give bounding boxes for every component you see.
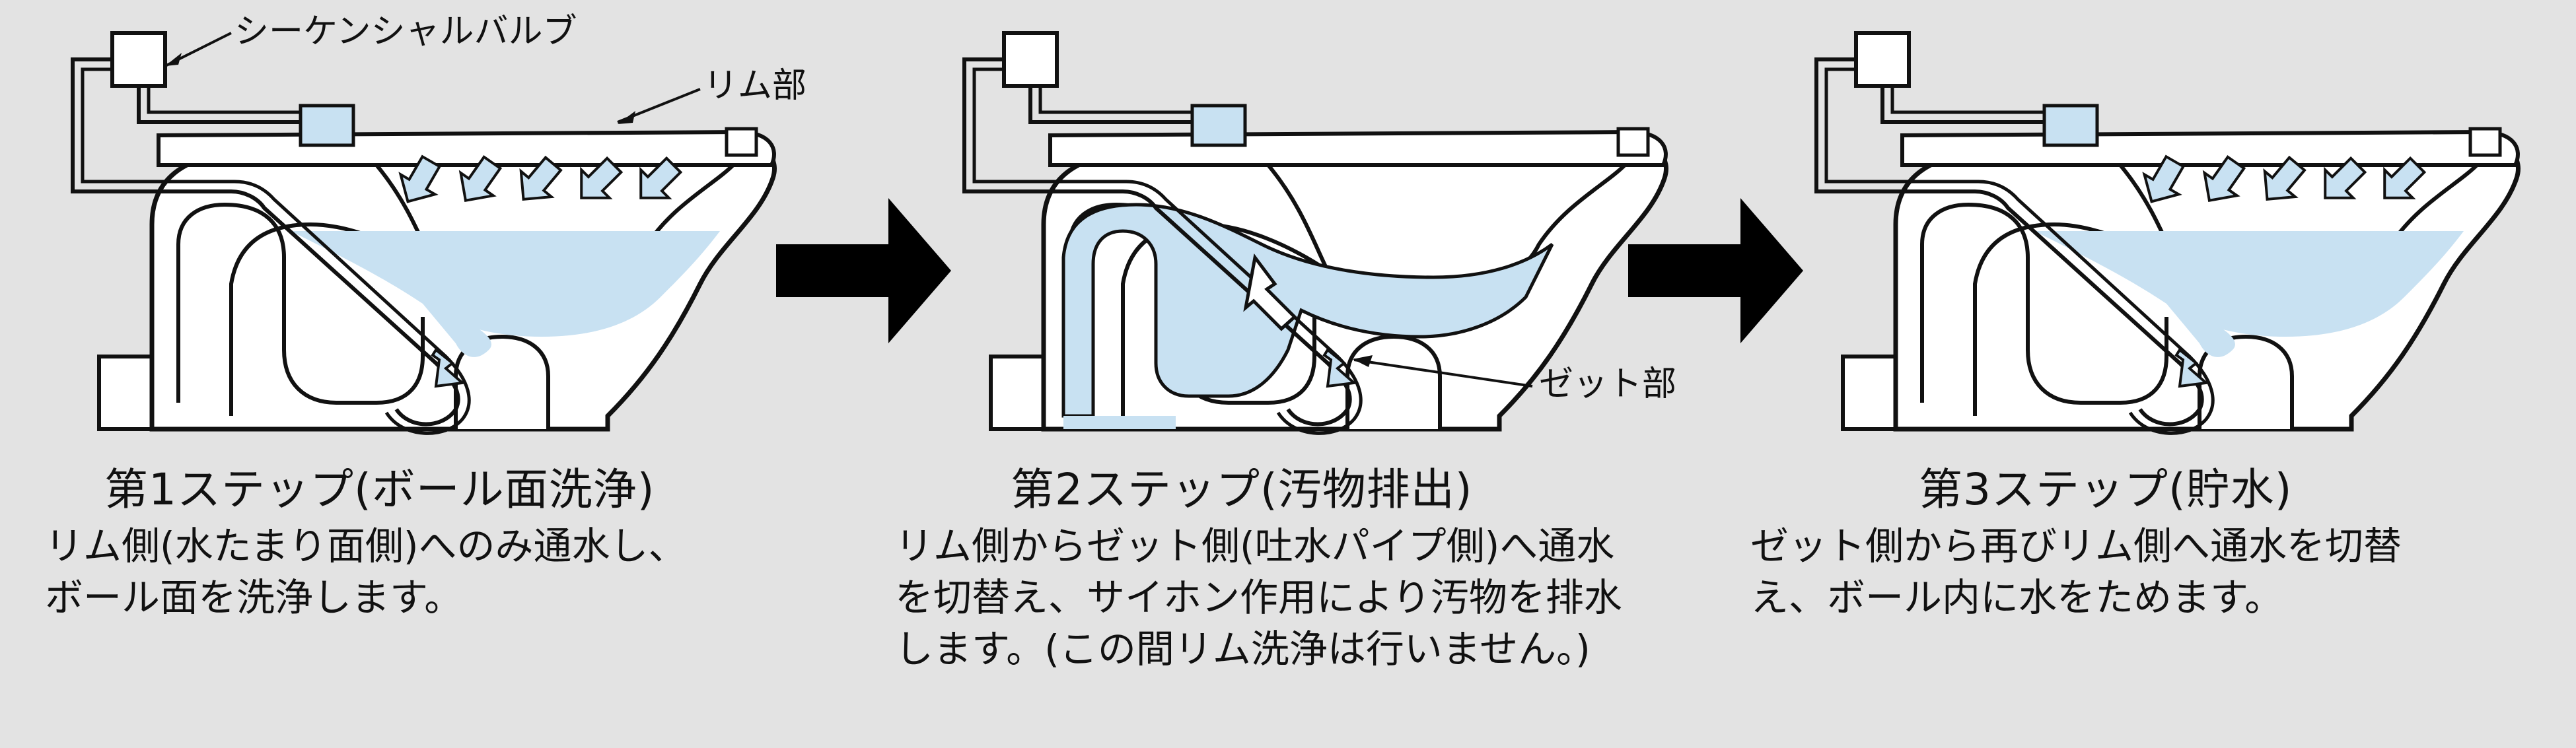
sequential-valve-label: シーケンシャルバルブ (234, 12, 577, 51)
flow-arrow-1 (776, 198, 951, 343)
step2-description: リム側からゼット側(吐水パイプ側)へ通水 を切替え、サイホン作用により汚物を排水… (895, 524, 1622, 671)
step1-panel: 第1ステップ(ボール面洗浄) リム側(水たまり面側)へのみ通水し、 ボール面を洗… (45, 462, 877, 623)
step3-title: 第3ステップ(貯水) (1919, 464, 2293, 515)
step2-illustration (964, 33, 1666, 433)
flow-arrow-2 (1628, 198, 1803, 343)
jet-label: ゼット部 (1539, 364, 1677, 404)
step2-panel: 第2ステップ(汚物排出) リム側からゼット側(吐水パイプ側)へ通水 を切替え、サ… (895, 462, 1727, 675)
step1-illustration (73, 33, 775, 433)
step3-panel: 第3ステップ(貯水) ゼット側から再びリム側へ通水を切替 え、ボール内に水をため… (1750, 462, 2576, 623)
rim-label: リム部 (703, 66, 807, 106)
step2-title: 第2ステップ(汚物排出) (1011, 464, 1473, 515)
step3-illustration (1816, 33, 2519, 433)
step1-description: リム側(水たまり面側)へのみ通水し、 ボール面を洗浄します。 (45, 524, 687, 620)
step3-description: ゼット側から再びリム側へ通水を切替 え、ボール内に水をためます。 (1750, 524, 2402, 620)
jet-leader-line (1353, 358, 1533, 388)
step1-title: 第1ステップ(ボール面洗浄) (104, 464, 655, 515)
